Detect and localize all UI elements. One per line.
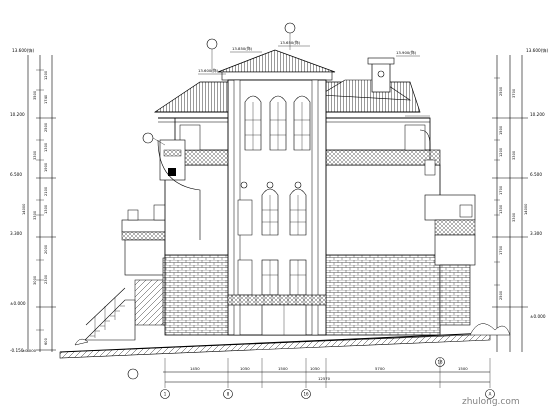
left-top-level: 13.600(饰) [12,47,34,54]
left-total-dim: 14000 [22,203,26,215]
exterior-stairs [84,287,136,341]
bottom-dim-1: 1050 [240,366,250,371]
left-dim-9: 600 [44,337,48,345]
callout-bubble-3 [142,132,154,144]
right-level-2: 6.500 [530,172,542,177]
watermark: zhulong.com [462,397,520,407]
right-outer-dims: 3700 3300 3300 14000 [512,88,528,222]
top-level-left-roof: 13.850(饰) [232,46,253,51]
right-dim-6: 2500 [499,290,503,300]
axis-bubbles [160,357,495,399]
right-level-3: 3.300 [530,231,542,236]
left-inner-dims: 1200 1740 2500 1300 1900 2100 1300 2000 … [44,70,48,345]
top-level-mid-left: 13.600(饰) [198,68,219,73]
callout-bubble-4 [127,368,139,380]
left-dim-5: 2100 [44,186,48,196]
bottom-dim-4: 5700 [375,366,385,371]
right-dim-2: 1200 [499,147,503,157]
shrubs [74,323,511,346]
bottom-dimension-lines [163,358,491,388]
callout-bubble-2 [284,22,296,34]
central-tower [217,49,336,336]
axis-bubble-18 [435,357,445,367]
left-outer-dim-0: 3500 [33,90,37,100]
bottom-dim-3: 1050 [310,366,320,371]
right-dim-4: 1300 [499,204,503,214]
left-level-3: 3.300 [10,231,22,236]
left-outer-dims: 3500 3300 3300 3000 14000 [22,90,37,285]
left-dim-4: 1900 [44,162,48,172]
right-dim-3: 1700 [499,185,503,195]
callout-bubbles [127,22,296,380]
left-dim-1: 1740 [44,94,48,104]
right-level-1: 10.200 [530,112,545,117]
chimney [367,57,395,93]
right-level-4: ±0.000 [530,314,546,319]
right-total-dim: 14000 [524,203,528,215]
left-level-1: 10.200 [10,112,25,117]
bottom-dim-5: 1500 [458,366,468,371]
right-dim-1: 1500 [499,125,503,135]
axis-label-0: 1 [164,392,167,397]
left-dim-0: 1200 [44,70,48,80]
callout-bubble-1 [206,38,218,50]
left-outer-dim-1: 3300 [33,150,37,160]
axis-bubble-8 [223,389,233,399]
left-detail [157,139,201,240]
left-dim-8: 2300 [44,274,48,284]
bottom-dim-0: 1450 [190,366,200,371]
left-level-5: -0.150 [10,348,24,353]
axis-bubble-labels: 1 8 16 18 A [164,360,492,397]
top-level-right-roof: 13.900(饰) [396,50,417,55]
axis-label-3: 18 [437,360,443,365]
left-level-4: ±0.000 [10,301,26,306]
left-dim-6: 1300 [44,204,48,214]
right-dim-5: 1700 [499,245,503,255]
ground-level-label: ±0.000 [22,348,37,353]
axis-bubble-16 [301,389,311,399]
axis-bubble-1 [160,389,170,399]
left-outer-dim-2: 3300 [33,210,37,220]
right-dimension-lines [492,55,528,352]
bottom-dim-2: 1500 [278,366,288,371]
left-outer-dim-3: 3000 [33,275,37,285]
right-wing [419,129,476,326]
left-dim-3: 1300 [44,142,48,152]
top-elevation-tags [198,45,430,117]
bottom-total-dim: 12570 [318,376,331,381]
axis-bubble-a [485,389,495,399]
right-inner-dims: 2500 1500 1200 1700 1300 1700 2500 [499,86,503,300]
right-outer-dim-0: 3700 [512,88,516,98]
left-dim-2: 2500 [44,122,48,132]
right-outer-dim-2: 3300 [512,212,516,222]
right-dim-0: 2500 [499,86,503,96]
left-dimension-lines [27,55,56,352]
right-top-level: 13.600(饰) [526,47,548,54]
left-level-2: 6.500 [10,172,22,177]
top-level-ridge: 13.650(饰) [280,40,301,45]
axis-label-1: 8 [227,392,230,397]
right-outer-dim-1: 3300 [512,150,516,160]
left-dim-7: 2000 [44,244,48,254]
axis-label-2: 16 [303,392,309,397]
axis-label-4: A [489,392,492,397]
bottom-dims: 1450 1050 1500 1050 5700 1500 12570 [190,366,468,381]
